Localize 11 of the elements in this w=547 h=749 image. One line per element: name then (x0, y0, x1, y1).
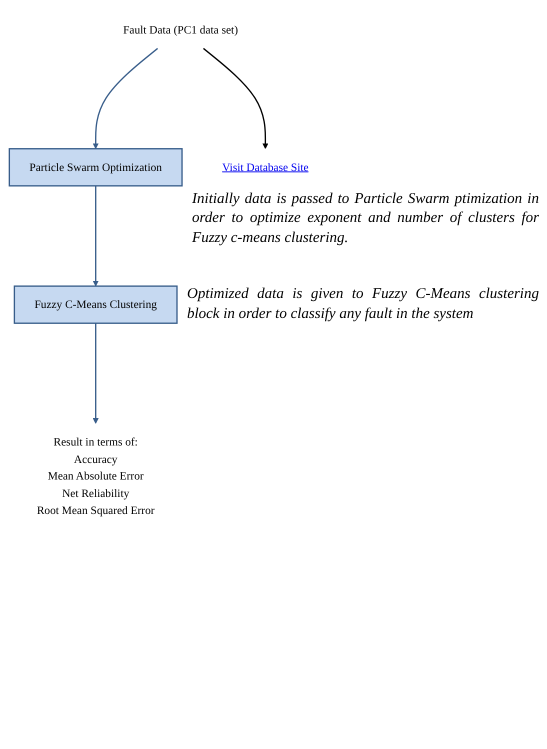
arrow (92, 323, 99, 424)
node-text: Result in terms of: Accuracy Mean Absolute Error Net Reliability Root Mean Squared Error (36, 436, 155, 516)
description-text: Optimized data is given to Fuzzy C-Means clustering block in order to classify any fault in the system (186, 285, 539, 324)
node-text: Visit Database Site (222, 160, 309, 174)
arrow (203, 48, 268, 149)
node-box: Particle Swarm Optimization (8, 148, 183, 186)
description-text: Initially data is passed to Particle Swarm ptimization in order to optimize exponent and number of clusters for Fuzzy c-means clustering. (192, 190, 539, 248)
node-box: Fuzzy C-Means Clustering (14, 285, 178, 324)
node-text: Fault Data (PC1 data set) (123, 23, 238, 36)
arrow (92, 48, 158, 149)
arrow (92, 186, 99, 286)
